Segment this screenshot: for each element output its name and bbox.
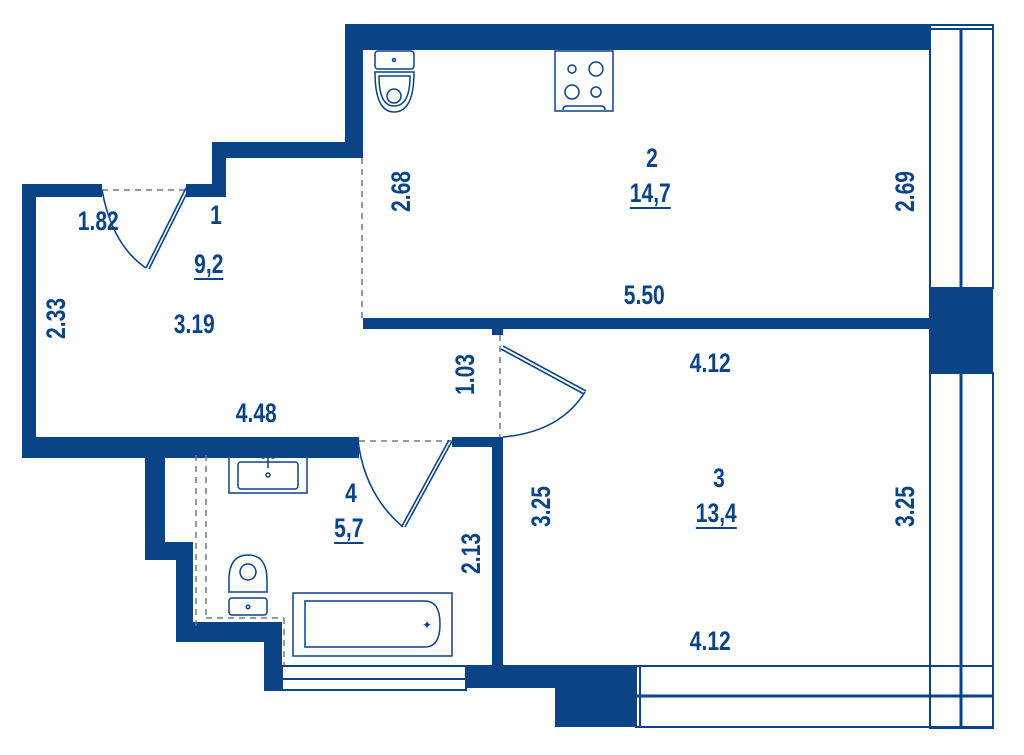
- sink-icon: [228, 449, 308, 494]
- kitchen-toilet-icon: [374, 50, 415, 113]
- room-2-area: 14,7: [629, 178, 671, 208]
- windows: [281, 24, 994, 729]
- dim-kitchen-left-height: 2.68: [385, 171, 416, 212]
- doors: [101, 187, 587, 528]
- bathtub-icon: ✦: [292, 592, 453, 657]
- dim-kitchen-right-height: 2.69: [889, 171, 920, 212]
- room-1-area: 9,2: [194, 249, 224, 279]
- dim-hall-left-height: 2.33: [40, 298, 71, 339]
- dashed-openings: [102, 158, 501, 665]
- svg-text:✦: ✦: [422, 618, 432, 632]
- dim-bedroom-bottom-width: 4.12: [689, 626, 731, 656]
- room-3-area: 13,4: [695, 498, 737, 528]
- dim-bedroom-left-height: 3.25: [525, 486, 556, 527]
- room-2-number: 2: [646, 143, 658, 173]
- room-4-number: 4: [345, 478, 357, 508]
- walls: [22, 24, 993, 727]
- stove-icon: [554, 50, 614, 112]
- bathroom-toilet-icon: [228, 554, 268, 616]
- dim-kitchen-length: 5.50: [623, 280, 665, 310]
- dim-bathroom-height: 2.13: [455, 533, 486, 574]
- dim-hall-bottom-length: 4.48: [235, 398, 277, 428]
- room-4-area: 5,7: [334, 513, 364, 543]
- room-3-number: 3: [713, 463, 725, 493]
- room-1-number: 1: [210, 200, 222, 230]
- dim-bedroom-top-width: 4.12: [689, 348, 731, 378]
- dim-hall-entry-width: 1.82: [77, 206, 119, 236]
- dim-hall-width: 3.19: [173, 309, 215, 339]
- dim-bedroom-right-height: 3.25: [889, 486, 920, 527]
- dim-corridor-door-height: 1.03: [449, 354, 480, 395]
